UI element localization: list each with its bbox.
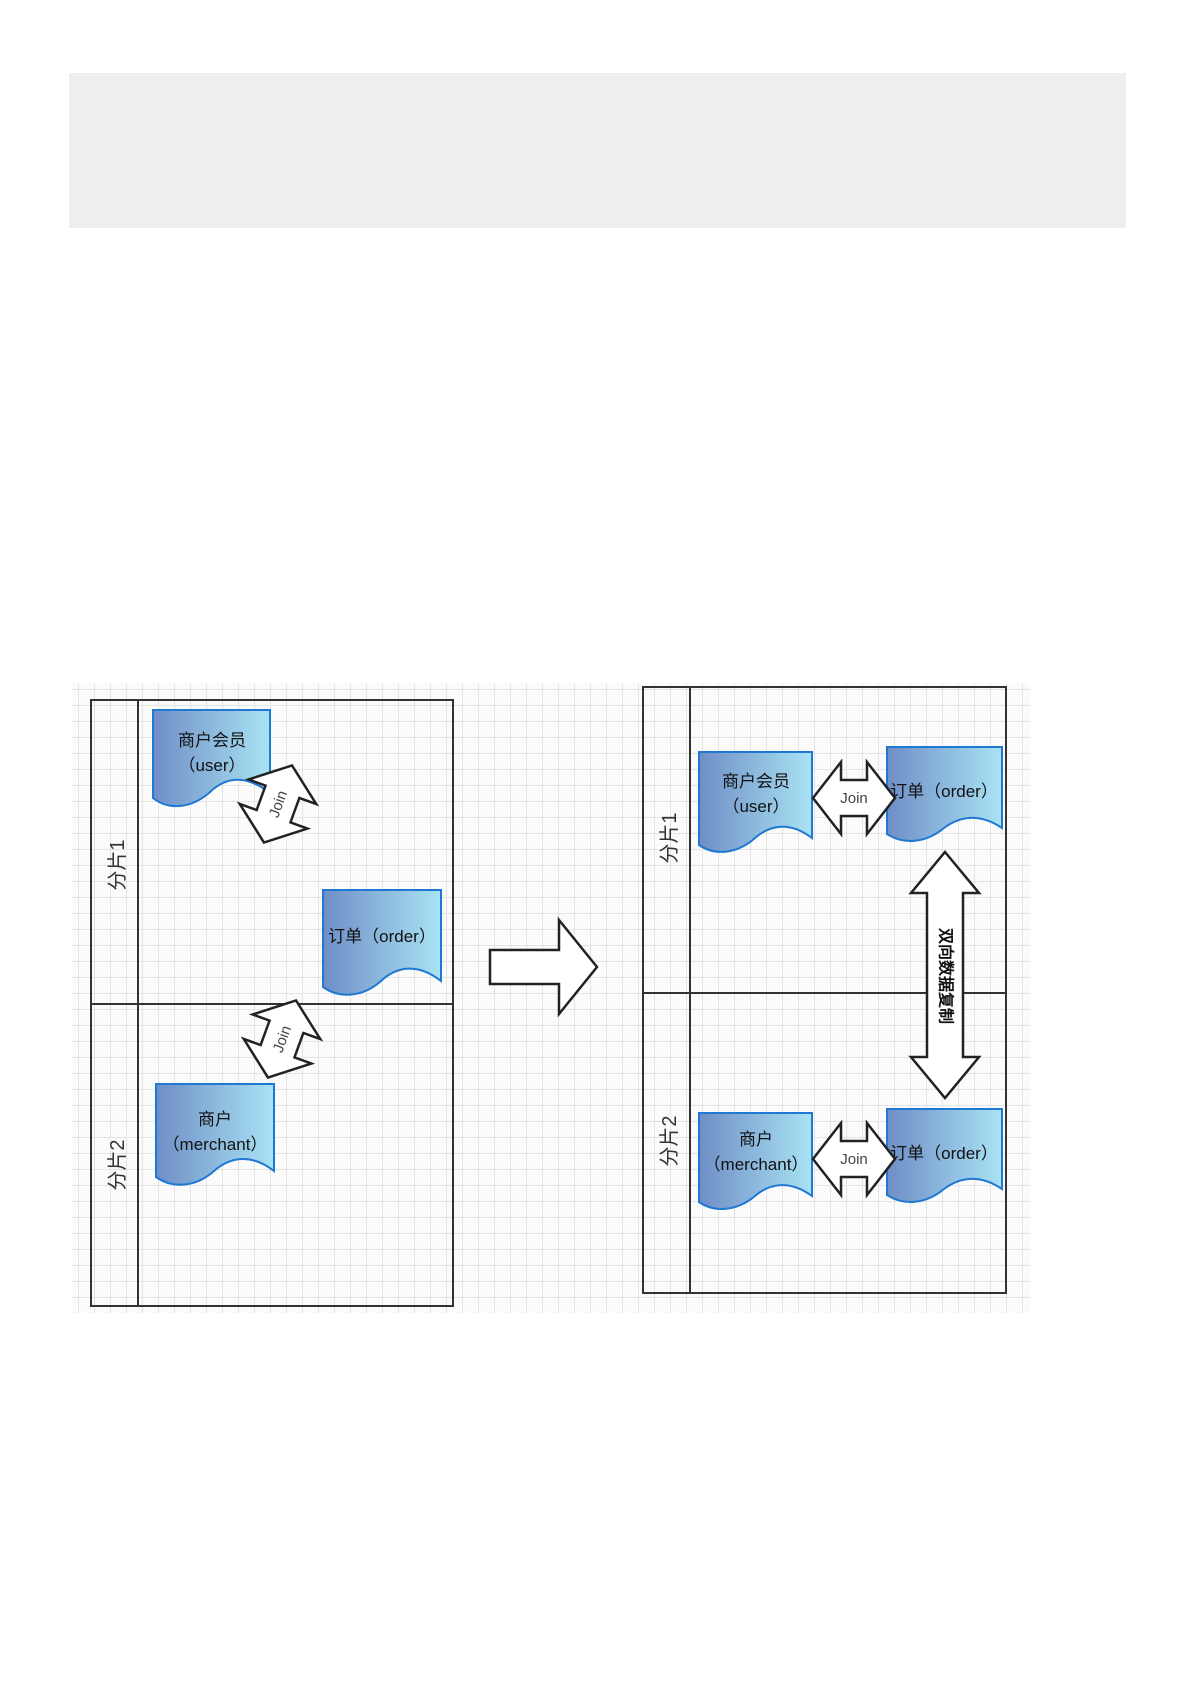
replication-arrow: 双向数据复制 (908, 850, 982, 1100)
right-join-arrow-1: Join (811, 760, 897, 836)
right-doc-merchant-code: （merchant） (704, 1155, 809, 1174)
right-doc-user-code: （user） (722, 797, 789, 816)
right-frame (642, 686, 1007, 1294)
left-doc-merchant-name: 商户 (198, 1110, 232, 1129)
right-doc-order-top-name: 订单（order） (890, 782, 998, 801)
replication-label: 双向数据复制 (937, 928, 956, 1024)
left-doc-order-name: 订单（order） (328, 927, 436, 946)
right-doc-merchant: 商户 （merchant） (698, 1112, 813, 1210)
right-lane-label-2: 分片2 (658, 1115, 681, 1166)
left-panel: 分片1 分片2 商户会员 （user） 订单（order） 商户 （mercha… (90, 699, 454, 1307)
right-panel: 分片1 分片2 商户会员 （user） 订单（order） 商户 （mercha… (642, 686, 1007, 1294)
sharding-diagram: 分片1 分片2 商户会员 （user） 订单（order） 商户 （mercha… (72, 683, 1030, 1313)
top-banner (69, 73, 1126, 228)
right-doc-user: 商户会员 （user） (698, 751, 813, 853)
right-doc-order-top: 订单（order） (886, 746, 1003, 842)
left-doc-order: 订单（order） (322, 889, 442, 996)
right-lane-label-1: 分片1 (658, 812, 681, 863)
right-doc-user-name: 商户会员 (722, 772, 790, 791)
right-doc-order-bottom: 订单（order） (886, 1108, 1003, 1203)
right-join-label-2: Join (840, 1151, 868, 1168)
left-doc-user: 商户会员 （user） (152, 709, 271, 808)
left-join-arrow-1: Join (228, 751, 328, 857)
right-doc-order-bottom-name: 订单（order） (890, 1144, 998, 1163)
left-doc-merchant: 商户 （merchant） (155, 1083, 275, 1186)
right-join-arrow-2: Join (811, 1121, 897, 1197)
right-doc-merchant-name: 商户 (739, 1130, 773, 1149)
left-lane-label-2: 分片2 (106, 1139, 129, 1190)
left-lane-label-1: 分片1 (106, 839, 129, 890)
left-join-arrow-2: Join (232, 986, 332, 1092)
left-doc-merchant-code: （merchant） (163, 1135, 268, 1154)
left-doc-user-code: （user） (178, 756, 245, 775)
right-arrow-icon (488, 916, 599, 1018)
right-join-label-1: Join (840, 790, 868, 807)
left-doc-user-name: 商户会员 (178, 731, 246, 750)
